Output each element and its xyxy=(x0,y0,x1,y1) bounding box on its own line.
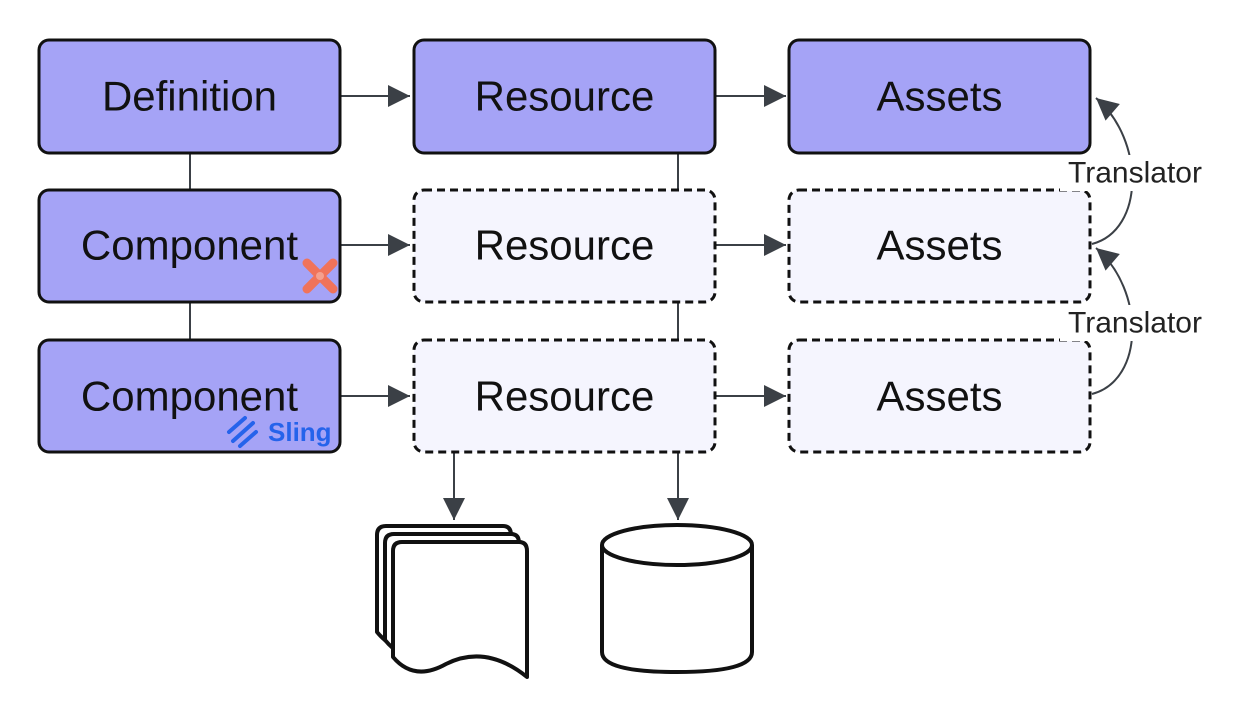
resource-node-1: Resource xyxy=(412,38,717,155)
x-logo-icon xyxy=(302,258,338,294)
definition-node: Definition xyxy=(37,38,342,155)
translator-label-1: Translator xyxy=(1060,155,1210,191)
sling-logo-icon: Sling xyxy=(227,416,332,448)
assets-node-1: Assets xyxy=(787,38,1092,155)
database-icon xyxy=(600,523,754,675)
component-label-1: Component xyxy=(81,222,298,269)
assets-node-3: Assets xyxy=(787,338,1092,454)
documents-icon xyxy=(375,524,529,679)
resource-label-2: Resource xyxy=(475,222,655,269)
component-node-1: Component xyxy=(37,188,342,304)
translator-label-2: Translator xyxy=(1060,305,1210,341)
component-label-2: Component xyxy=(81,373,298,420)
resource-node-2: Resource xyxy=(412,188,717,304)
assets-node-2: Assets xyxy=(787,188,1092,304)
resource-label-1: Resource xyxy=(475,73,655,120)
svg-text:Translator: Translator xyxy=(1068,157,1202,190)
assets-label-3: Assets xyxy=(876,373,1002,420)
resource-label-3: Resource xyxy=(475,373,655,420)
resource-node-3: Resource xyxy=(412,338,717,454)
sling-logo-text: Sling xyxy=(268,417,332,447)
component-node-2: Component Sling xyxy=(37,338,342,454)
assets-label-2: Assets xyxy=(876,222,1002,269)
definition-label: Definition xyxy=(102,73,277,120)
assets-label-1: Assets xyxy=(876,73,1002,120)
svg-text:Translator: Translator xyxy=(1068,307,1202,340)
